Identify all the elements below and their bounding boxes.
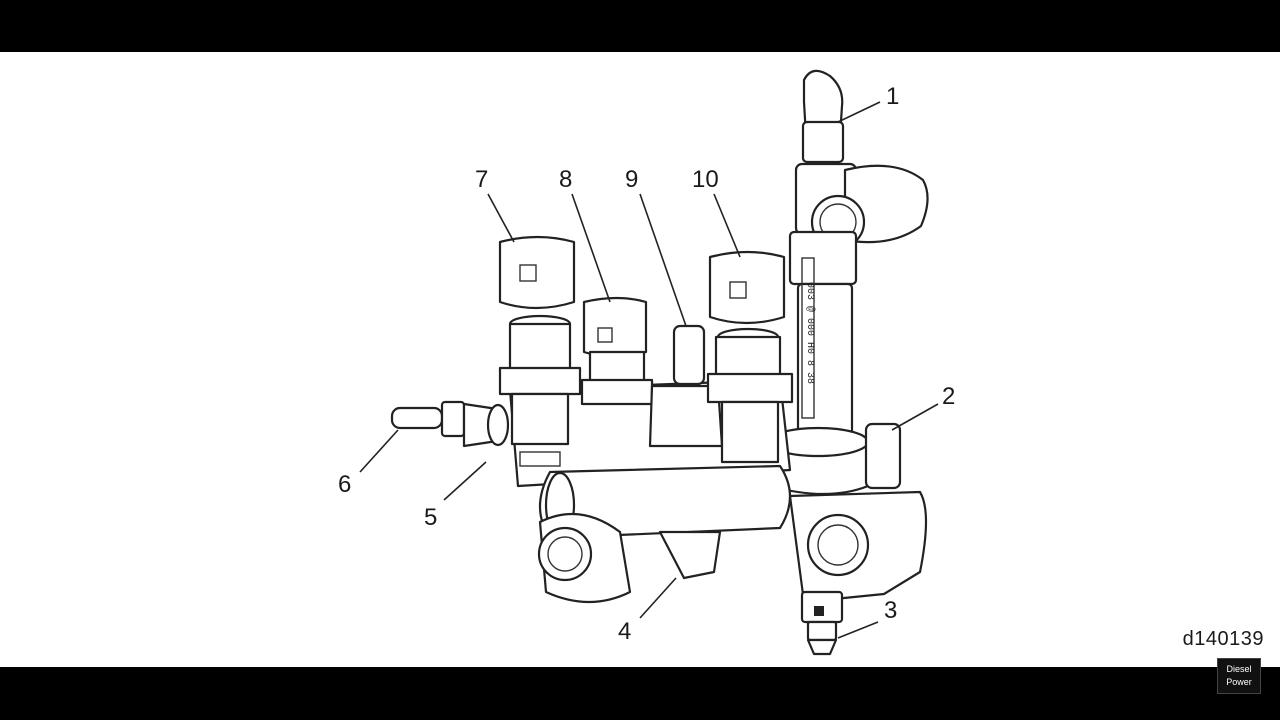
svg-text:003 @ 000 H0 8 38: 003 @ 000 H0 8 38	[804, 282, 816, 384]
callout-8: 8	[559, 166, 572, 193]
callout-9: 9	[625, 166, 638, 193]
channel-watermark: Diesel Power	[1217, 658, 1261, 694]
callout-1: 1	[886, 83, 899, 110]
callout-5: 5	[424, 504, 437, 531]
fuel-module-diagram: 003 @ 000 H0 8 38	[338, 69, 955, 656]
diagram-canvas: 003 @ 000 H0 8 38	[0, 52, 1280, 667]
sensor-7	[498, 235, 582, 446]
callout-2: 2	[942, 383, 955, 410]
lower-housing	[766, 422, 928, 656]
figure-reference-code: d140139	[1182, 628, 1264, 650]
letterbox-bottom	[0, 667, 1280, 720]
callout-labels: 1 2 3 4 5 6 7 8 9 10	[338, 83, 955, 645]
vertical-pipe: 003 @ 000 H0 8 38	[788, 69, 929, 456]
watermark-line-2: Power	[1226, 677, 1252, 687]
sensor-8	[580, 296, 654, 406]
manifold-rail	[508, 378, 792, 604]
letterbox-top	[0, 0, 1280, 52]
callout-10: 10	[692, 166, 719, 193]
callout-3: 3	[884, 597, 897, 624]
sensor-9	[648, 324, 724, 448]
callout-7: 7	[475, 166, 488, 193]
leader-lines	[359, 101, 939, 639]
left-fittings	[390, 400, 510, 448]
callout-6: 6	[338, 471, 351, 498]
watermark-line-1: Diesel	[1226, 664, 1252, 674]
sensor-10	[706, 250, 794, 464]
callout-4: 4	[618, 618, 631, 645]
